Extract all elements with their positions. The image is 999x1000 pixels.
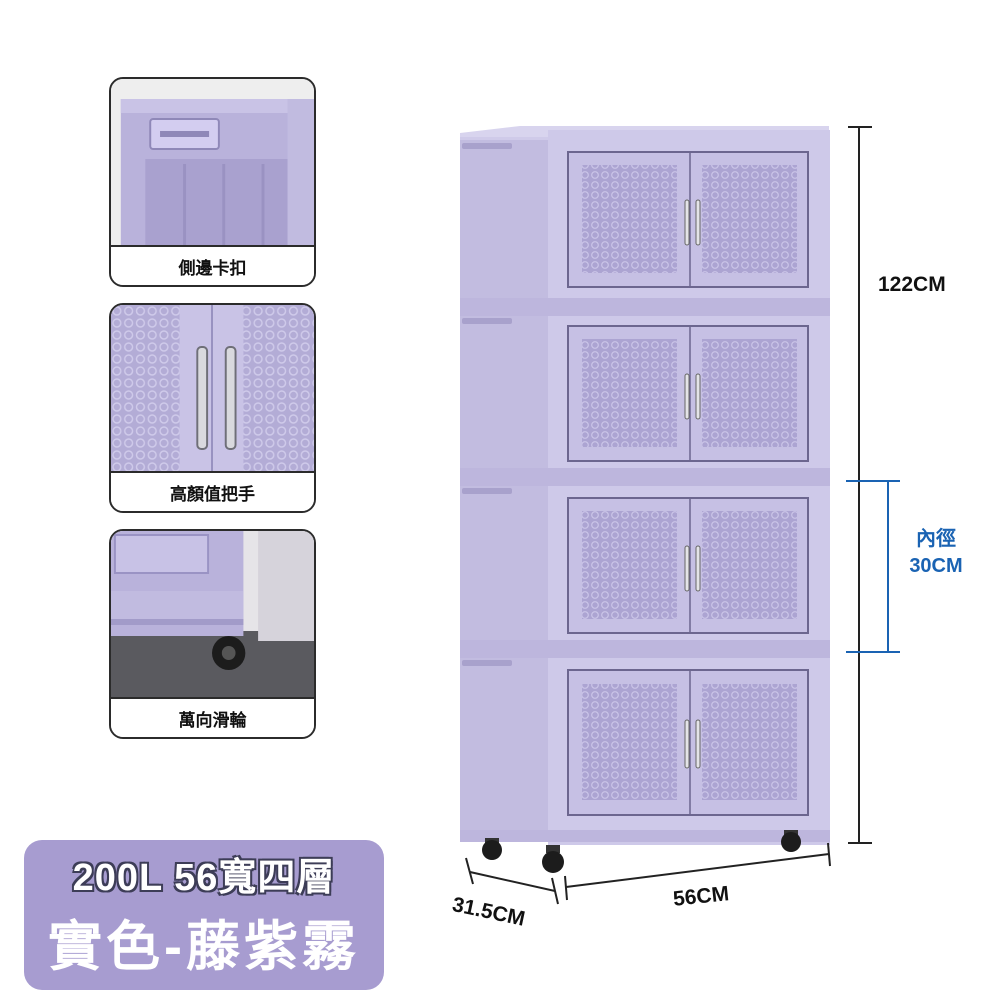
inner-dimension-title: 內徑 xyxy=(916,528,956,550)
handle-photo xyxy=(111,305,314,475)
feature-card-caster: 萬向滑輪 xyxy=(109,529,316,739)
feature-caption: 萬向滑輪 xyxy=(111,697,314,737)
height-dimension-label: 122CM xyxy=(878,273,946,296)
feature-card-side-clip: 側邊卡扣 xyxy=(109,77,316,287)
product-title-badge: 200L 56寬四層 實色-藤紫霧 xyxy=(24,840,384,990)
side-clip-photo xyxy=(111,79,314,249)
inner-dimension-value: 30CM xyxy=(909,555,963,577)
feature-caption: 高顏值把手 xyxy=(111,471,314,511)
caster-wheel-photo xyxy=(111,531,314,701)
feature-card-handle: 高顏值把手 xyxy=(109,303,316,513)
product-color-title: 實色-藤紫霧 xyxy=(48,917,360,977)
inner-dimension-label: 內徑 30CM xyxy=(896,526,976,580)
feature-caption: 側邊卡扣 xyxy=(111,245,314,285)
product-capacity-title: 200L 56寬四層 xyxy=(72,857,336,899)
